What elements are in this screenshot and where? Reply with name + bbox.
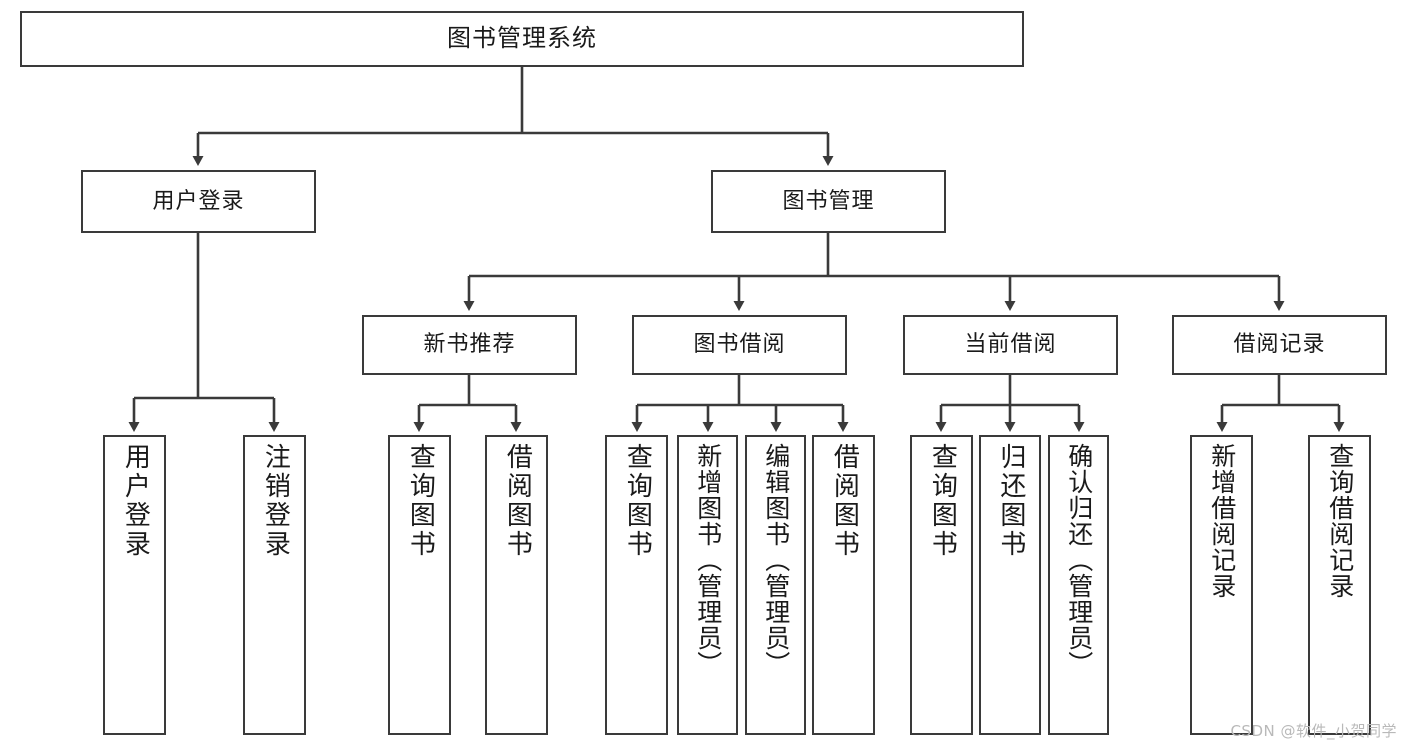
leaf-borrow-query-book[interactable]: 查询图书 [605, 435, 668, 735]
node-label: 用户登录 [120, 443, 151, 559]
csdn-watermark: CSDN @软件_小贺同学 [1230, 722, 1397, 740]
leaf-recommend-borrow-book[interactable]: 借阅图书 [485, 435, 548, 735]
node-label: 借阅记录 [1233, 332, 1326, 358]
node-label: 新增借阅记录 [1207, 443, 1237, 599]
leaf-borrow-add-book-admin[interactable]: 新增图书（管理员） [677, 435, 738, 735]
node-label: 查询借阅记录 [1325, 443, 1355, 599]
node-label: 归还图书 [995, 443, 1026, 559]
node-label: 当前借阅 [964, 332, 1057, 358]
node-label: 查询图书 [927, 443, 958, 559]
node-label: 新书推荐 [423, 332, 516, 358]
leaf-current-query-book[interactable]: 查询图书 [910, 435, 973, 735]
node-label: 借阅图书 [502, 443, 533, 559]
leaf-user-login-logout[interactable]: 注销登录 [243, 435, 306, 735]
node-label: 编辑图书（管理员） [761, 443, 791, 677]
node-new-book-recommend[interactable]: 新书推荐 [362, 315, 577, 375]
node-label: 图书借阅 [693, 332, 786, 358]
node-label: 确认归还（管理员） [1064, 443, 1094, 677]
leaf-current-confirm-return-admin[interactable]: 确认归还（管理员） [1048, 435, 1109, 735]
leaf-borrow-edit-book-admin[interactable]: 编辑图书（管理员） [745, 435, 806, 735]
leaf-user-login-login[interactable]: 用户登录 [103, 435, 166, 735]
leaf-current-return-book[interactable]: 归还图书 [979, 435, 1041, 735]
node-label: 借阅图书 [829, 443, 860, 559]
node-label: 图书管理 [782, 188, 875, 214]
node-label: 查询图书 [622, 443, 653, 559]
leaf-borrow-borrow-book[interactable]: 借阅图书 [812, 435, 875, 735]
node-book-management[interactable]: 图书管理 [711, 170, 946, 233]
node-label: 图书管理系统 [447, 24, 597, 53]
node-user-login[interactable]: 用户登录 [81, 170, 316, 233]
node-label: 用户登录 [152, 188, 245, 214]
node-label: 查询图书 [405, 443, 436, 559]
node-book-borrow[interactable]: 图书借阅 [632, 315, 847, 375]
node-label: 新增图书（管理员） [693, 443, 723, 677]
leaf-history-query-record[interactable]: 查询借阅记录 [1308, 435, 1371, 735]
node-borrow-history[interactable]: 借阅记录 [1172, 315, 1387, 375]
node-root-system[interactable]: 图书管理系统 [20, 11, 1024, 67]
node-label: 注销登录 [260, 443, 291, 559]
leaf-history-add-record[interactable]: 新增借阅记录 [1190, 435, 1253, 735]
leaf-recommend-query-book[interactable]: 查询图书 [388, 435, 451, 735]
node-current-borrow[interactable]: 当前借阅 [903, 315, 1118, 375]
